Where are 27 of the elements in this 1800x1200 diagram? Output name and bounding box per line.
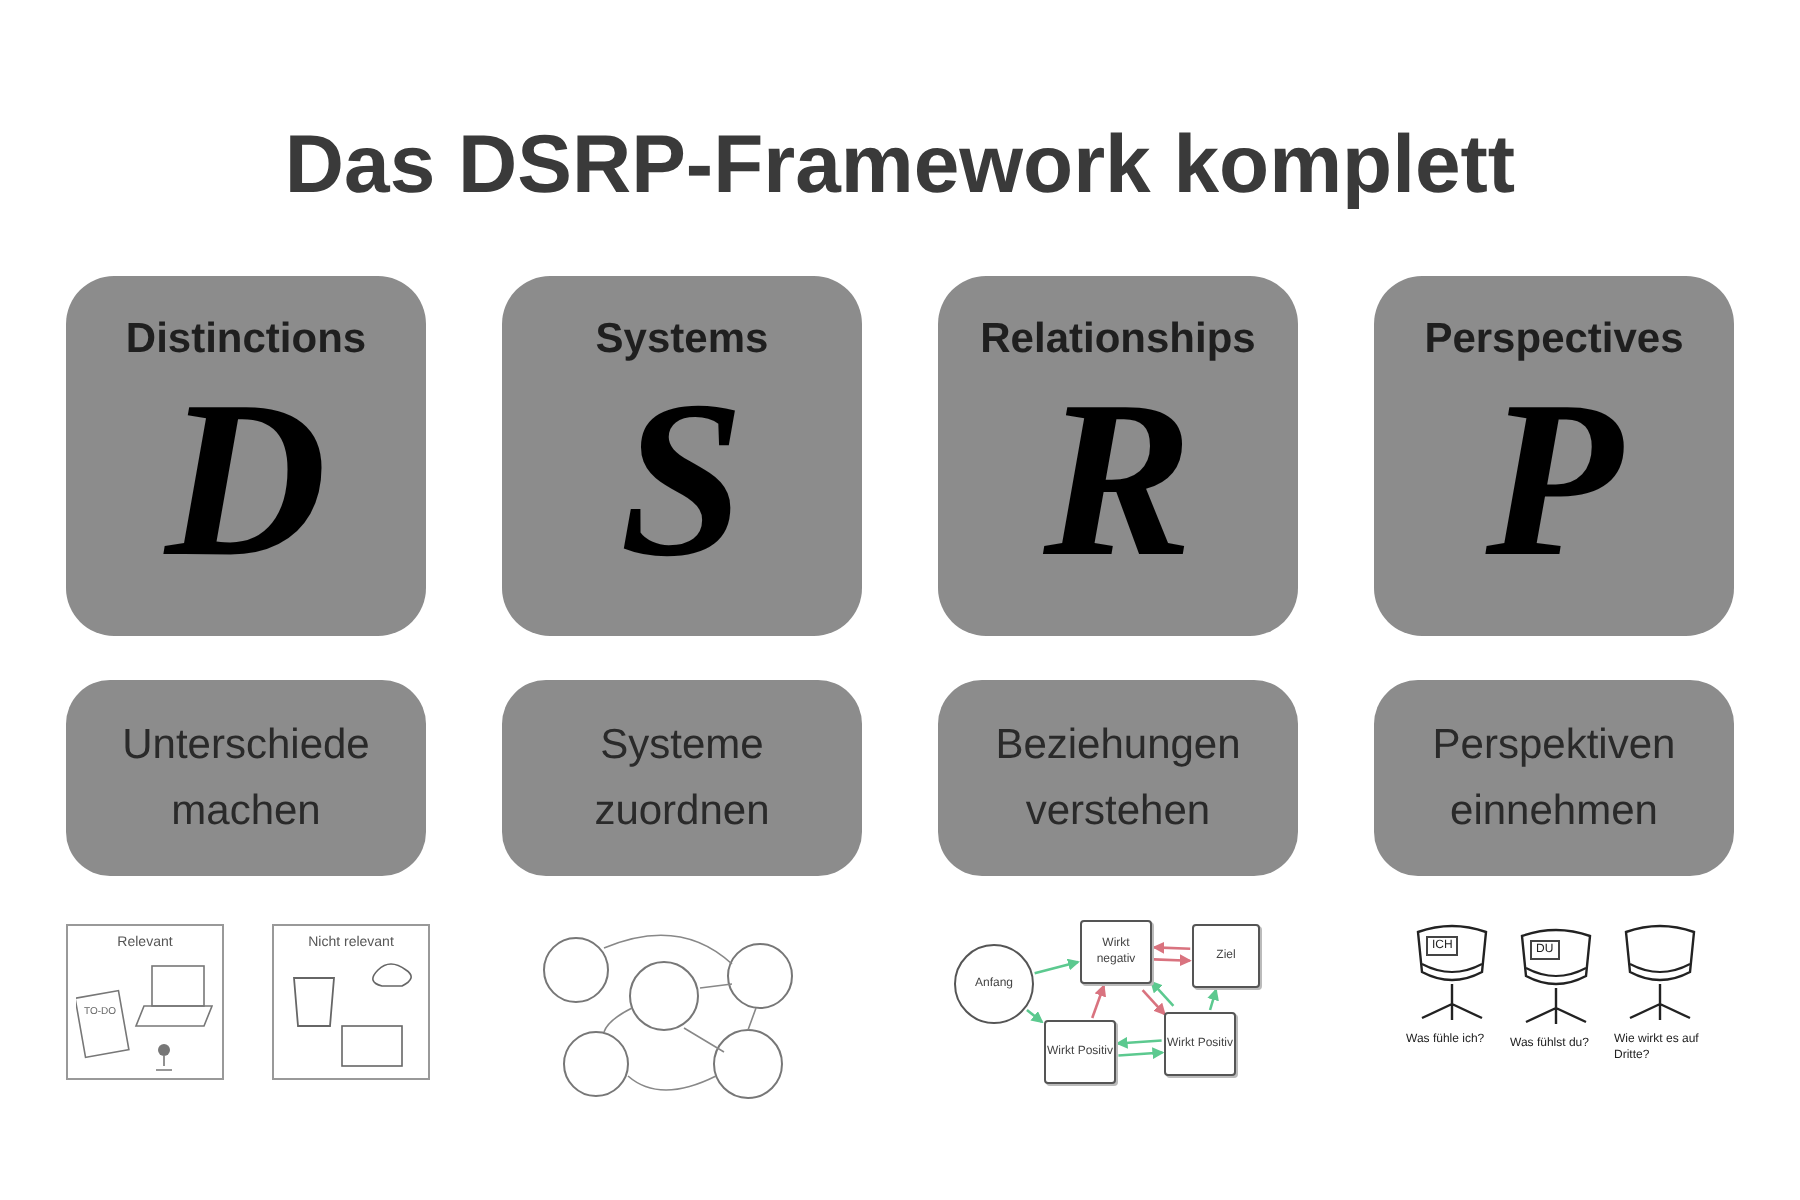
title: Das DSRP-Framework komplett	[282, 116, 1518, 214]
card-text: Unterschiede machen	[120, 720, 372, 838]
arrow	[1153, 954, 1192, 967]
sketch-box	[1164, 1012, 1236, 1076]
card-text: Perspektiven einnehmen	[1430, 720, 1678, 838]
concept-card	[938, 276, 1298, 636]
concept-card	[1374, 276, 1734, 636]
arrow	[1152, 941, 1191, 954]
arrow	[1207, 988, 1219, 1011]
description-card	[1374, 680, 1734, 876]
sketch-box	[1192, 924, 1260, 988]
concept-card	[66, 276, 426, 636]
arrow	[1118, 1047, 1165, 1060]
description-card	[66, 680, 426, 876]
description-card	[938, 680, 1298, 876]
arrow	[1141, 989, 1166, 1016]
arrow	[1034, 958, 1080, 975]
arrow	[1026, 1009, 1044, 1024]
description-card	[502, 680, 862, 876]
sketch-box	[1044, 1020, 1116, 1084]
arrow	[1091, 984, 1106, 1019]
card-text: Systeme zuordnen	[592, 720, 772, 838]
concept-card	[502, 276, 862, 636]
card-text: Beziehungen verstehen	[993, 720, 1243, 838]
sketch-box	[1080, 920, 1152, 984]
arrow	[1115, 1036, 1162, 1049]
arrow	[1150, 980, 1175, 1007]
